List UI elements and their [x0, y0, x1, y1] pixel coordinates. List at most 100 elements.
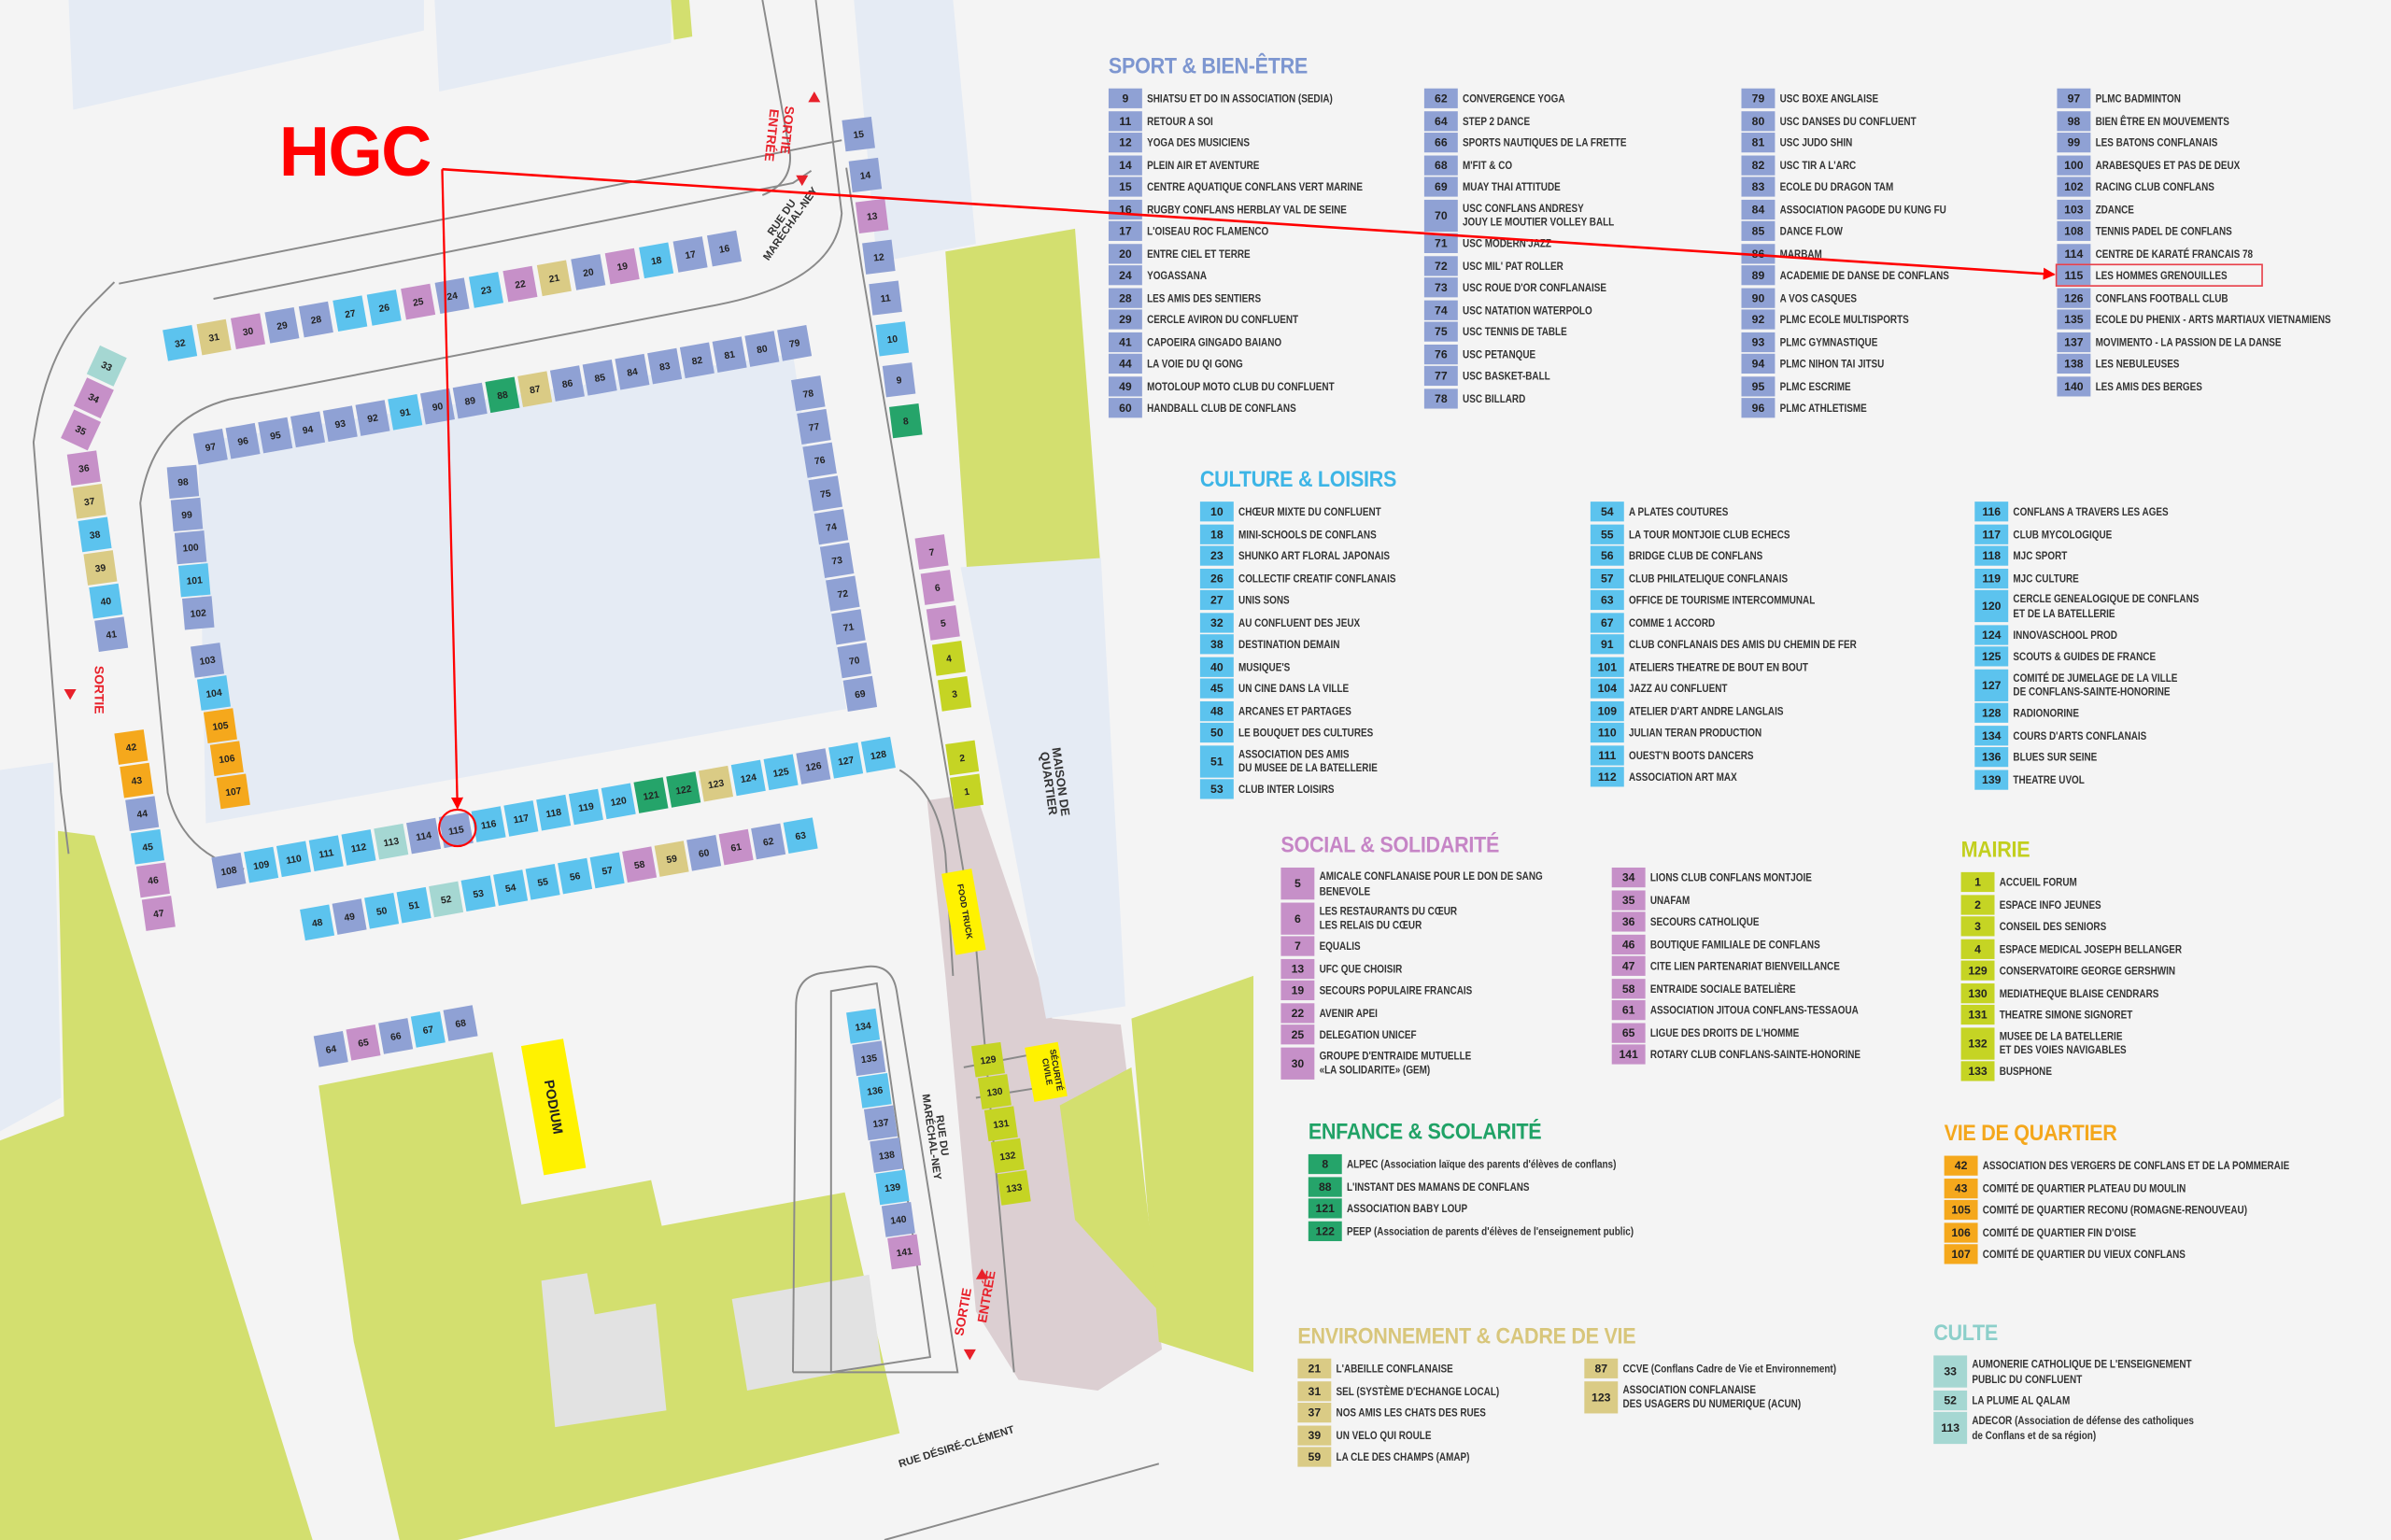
stall-126[interactable]: 126 — [796, 748, 831, 784]
stall-87[interactable]: 87 — [517, 371, 553, 407]
stall-8[interactable]: 8 — [889, 403, 923, 439]
stall-86[interactable]: 86 — [549, 365, 585, 402]
stall-130[interactable]: 130 — [977, 1074, 1012, 1109]
stall-35[interactable]: 35 — [61, 409, 101, 451]
stall-95[interactable]: 95 — [258, 417, 293, 454]
stall-16[interactable]: 16 — [706, 230, 743, 267]
stall-134[interactable]: 134 — [846, 1008, 881, 1044]
stall-80[interactable]: 80 — [744, 331, 780, 367]
stall-76[interactable]: 76 — [802, 442, 837, 478]
stall-118[interactable]: 118 — [536, 794, 572, 831]
stall-119[interactable]: 119 — [568, 788, 603, 826]
stall-28[interactable]: 28 — [298, 301, 333, 338]
stall-70[interactable]: 70 — [837, 643, 871, 679]
stall-62[interactable]: 62 — [751, 823, 786, 860]
stall-122[interactable]: 122 — [666, 771, 701, 808]
stall-89[interactable]: 89 — [452, 382, 488, 419]
stall-82[interactable]: 82 — [679, 342, 714, 379]
stall-15[interactable]: 15 — [842, 117, 875, 152]
stall-75[interactable]: 75 — [808, 475, 843, 512]
stall-138[interactable]: 138 — [870, 1137, 904, 1173]
stall-108[interactable]: 108 — [211, 852, 247, 889]
stall-10[interactable]: 10 — [875, 321, 910, 357]
stall-26[interactable]: 26 — [366, 290, 402, 326]
stall-13[interactable]: 13 — [855, 198, 889, 233]
stall-100[interactable]: 100 — [174, 530, 207, 565]
stall-64[interactable]: 64 — [313, 1030, 348, 1067]
stall-79[interactable]: 79 — [777, 325, 813, 361]
stall-109[interactable]: 109 — [244, 846, 279, 883]
stall-39[interactable]: 39 — [83, 550, 118, 586]
stall-27[interactable]: 27 — [332, 295, 368, 332]
stall-114[interactable]: 114 — [406, 817, 442, 855]
stall-99[interactable]: 99 — [170, 497, 204, 532]
stall-41[interactable]: 41 — [94, 616, 129, 653]
stall-9[interactable]: 9 — [882, 362, 916, 398]
stall-92[interactable]: 92 — [355, 400, 390, 436]
stall-97[interactable]: 97 — [192, 429, 228, 465]
stall-73[interactable]: 73 — [819, 542, 855, 578]
stall-112[interactable]: 112 — [341, 829, 376, 866]
stall-120[interactable]: 120 — [601, 783, 636, 820]
stall-104[interactable]: 104 — [196, 675, 232, 711]
stall-85[interactable]: 85 — [582, 360, 617, 396]
stall-101[interactable]: 101 — [177, 563, 211, 598]
stall-66[interactable]: 66 — [378, 1018, 414, 1054]
stall-37[interactable]: 37 — [72, 483, 106, 519]
stall-139[interactable]: 139 — [875, 1169, 910, 1206]
stall-55[interactable]: 55 — [525, 864, 560, 900]
stall-47[interactable]: 47 — [141, 896, 176, 931]
stall-107[interactable]: 107 — [216, 773, 250, 810]
stall-102[interactable]: 102 — [182, 596, 215, 630]
stall-115[interactable]: 115 — [438, 812, 474, 849]
stall-91[interactable]: 91 — [388, 394, 423, 431]
stall-2[interactable]: 2 — [945, 740, 980, 776]
stall-74[interactable]: 74 — [814, 509, 849, 545]
stall-88[interactable]: 88 — [485, 376, 520, 414]
stall-25[interactable]: 25 — [401, 283, 436, 320]
stall-136[interactable]: 136 — [857, 1072, 892, 1109]
stall-34[interactable]: 34 — [73, 377, 114, 419]
stall-24[interactable]: 24 — [434, 277, 470, 315]
stall-129[interactable]: 129 — [970, 1041, 1005, 1078]
stall-1[interactable]: 1 — [950, 773, 984, 810]
stall-17[interactable]: 17 — [672, 236, 708, 273]
stall-51[interactable]: 51 — [396, 886, 432, 924]
stall-14[interactable]: 14 — [848, 157, 883, 193]
stall-4[interactable]: 4 — [931, 641, 966, 676]
stall-98[interactable]: 98 — [166, 464, 200, 500]
stall-11[interactable]: 11 — [869, 280, 902, 316]
stall-61[interactable]: 61 — [718, 828, 754, 866]
stall-93[interactable]: 93 — [322, 405, 358, 443]
stall-94[interactable]: 94 — [290, 411, 326, 448]
stall-44[interactable]: 44 — [125, 796, 160, 832]
stall-127[interactable]: 127 — [828, 742, 864, 779]
stall-128[interactable]: 128 — [860, 736, 896, 773]
stall-42[interactable]: 42 — [114, 729, 149, 765]
stall-131[interactable]: 131 — [983, 1106, 1018, 1142]
stall-46[interactable]: 46 — [135, 862, 170, 898]
stall-7[interactable]: 7 — [914, 534, 949, 570]
stall-84[interactable]: 84 — [615, 353, 650, 390]
stall-137[interactable]: 137 — [863, 1105, 898, 1141]
stall-43[interactable]: 43 — [120, 762, 154, 798]
stall-60[interactable]: 60 — [686, 834, 722, 871]
stall-40[interactable]: 40 — [89, 583, 123, 619]
stall-52[interactable]: 52 — [429, 881, 464, 918]
stall-12[interactable]: 12 — [862, 239, 896, 275]
stall-132[interactable]: 132 — [990, 1137, 1025, 1174]
stall-105[interactable]: 105 — [203, 708, 237, 743]
stall-111[interactable]: 111 — [308, 835, 344, 871]
stall-31[interactable]: 31 — [196, 318, 232, 356]
stall-56[interactable]: 56 — [558, 857, 593, 895]
stall-18[interactable]: 18 — [639, 242, 674, 279]
stall-69[interactable]: 69 — [842, 675, 878, 712]
stall-30[interactable]: 30 — [230, 313, 266, 350]
stall-78[interactable]: 78 — [791, 375, 826, 412]
stall-50[interactable]: 50 — [364, 893, 400, 929]
stall-124[interactable]: 124 — [730, 759, 766, 797]
stall-33[interactable]: 33 — [86, 345, 127, 387]
stall-65[interactable]: 65 — [346, 1024, 381, 1061]
stall-67[interactable]: 67 — [410, 1011, 446, 1048]
stall-29[interactable]: 29 — [264, 307, 300, 344]
